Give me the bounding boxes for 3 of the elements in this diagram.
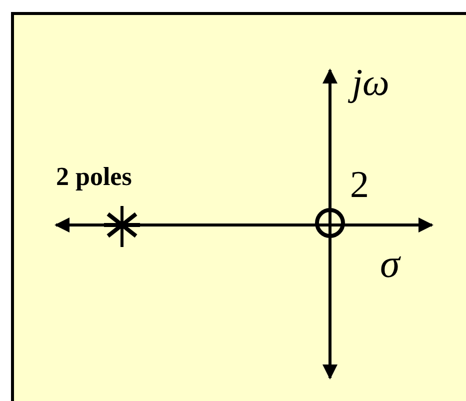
pole-label: 2 poles (56, 164, 132, 190)
axis-label: σ (380, 244, 400, 284)
zero-label: 2 (350, 166, 369, 204)
